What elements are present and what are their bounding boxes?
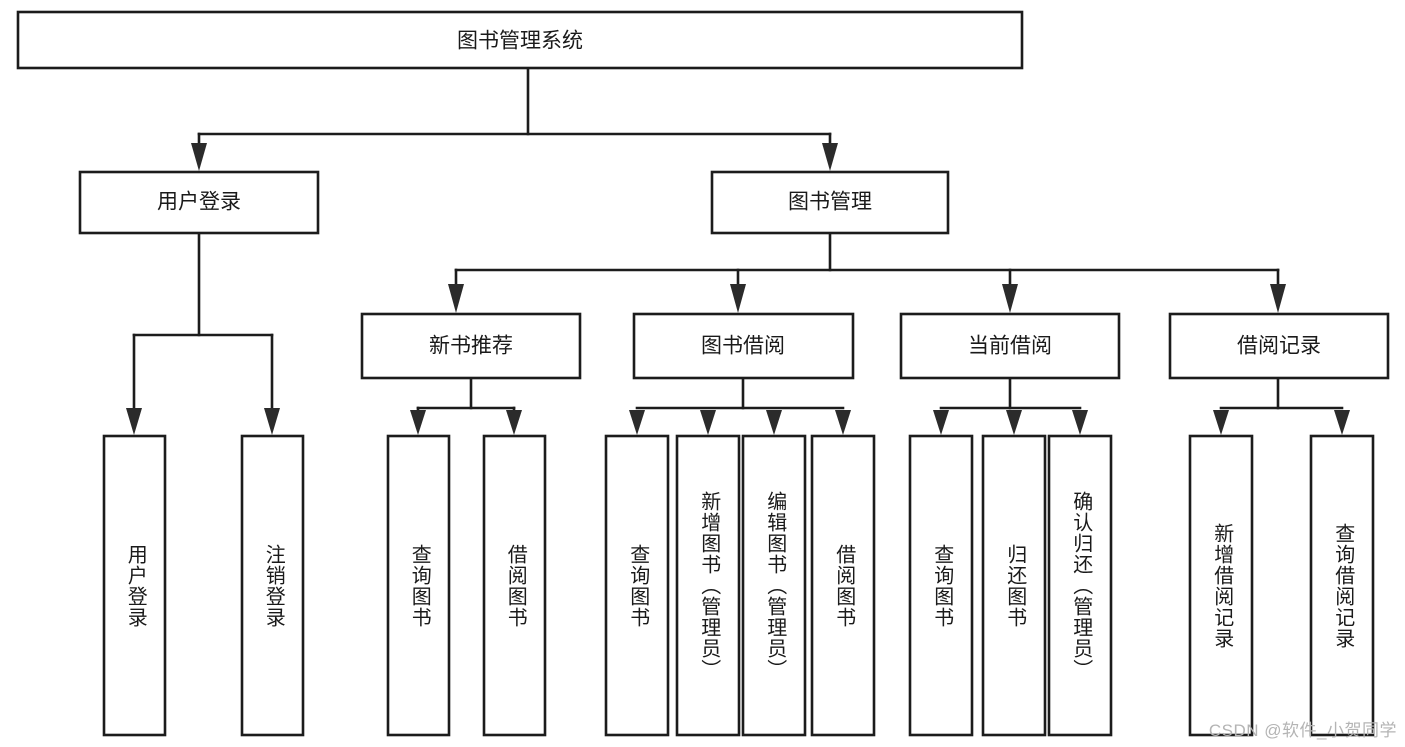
node-book-manage[interactable]: 图书管理 — [710, 170, 950, 235]
arrow-book-borrow-leaf-1-icon — [629, 410, 645, 435]
arrow-current-borrow-leaf-3-icon — [1072, 410, 1088, 435]
arrow-book-borrow-leaf-3-icon — [766, 410, 782, 435]
leaf-add-record-box[interactable] — [1188, 434, 1254, 737]
leaf-return-book-box[interactable] — [981, 434, 1047, 737]
connector-group-current-borrow — [933, 376, 1088, 435]
leaf-edit-book-box[interactable] — [741, 434, 807, 737]
node-book-manage-box[interactable] — [710, 170, 950, 235]
node-user-login-label: 用户登录 — [157, 191, 241, 214]
connector-group-book-borrow — [629, 376, 851, 435]
arrow-book-borrow-leaf-4-icon — [835, 410, 851, 435]
arrow-book-manage-to-book-borrow-icon — [730, 284, 746, 313]
leaf-add-book-box[interactable] — [675, 434, 741, 737]
arrow-root-to-user-login-icon — [191, 143, 207, 171]
node-book-manage-label: 图书管理 — [788, 191, 872, 214]
node-current-borrow[interactable]: 当前借阅 — [899, 312, 1121, 380]
node-root-label: 图书管理系统 — [457, 30, 583, 53]
connector-group-borrow-record — [1213, 376, 1350, 435]
leaf-user-login-box[interactable] — [102, 434, 167, 737]
node-book-borrow-label: 图书借阅 — [701, 335, 785, 358]
arrow-current-borrow-leaf-1-icon — [933, 410, 949, 435]
node-current-borrow-box[interactable] — [899, 312, 1121, 380]
node-borrow-record-box[interactable] — [1168, 312, 1390, 380]
node-new-book-rec-label: 新书推荐 — [429, 335, 513, 358]
leaf-query-book-borrow-box[interactable] — [604, 434, 670, 737]
leaf-boxes-group — [102, 434, 1375, 737]
connector-group-new-book-rec — [410, 376, 522, 435]
arrow-book-manage-to-new-book-rec-icon — [448, 284, 464, 313]
node-root-box[interactable] — [16, 10, 1024, 70]
arrow-current-borrow-leaf-2-icon — [1006, 410, 1022, 435]
node-new-book-rec[interactable]: 新书推荐 — [360, 312, 582, 380]
connector-group-user-login — [126, 231, 280, 435]
leaf-borrow-book-box[interactable] — [810, 434, 876, 737]
leaf-borrow-book-rec-box[interactable] — [482, 434, 547, 737]
leaf-query-book-rec-box[interactable] — [386, 434, 451, 737]
arrow-user-login-leaf-1-icon — [126, 408, 142, 435]
connector-group-root — [191, 66, 838, 171]
arrow-book-borrow-leaf-2-icon — [700, 410, 716, 435]
leaf-query-book-cur-box[interactable] — [908, 434, 974, 737]
watermark: CSDN @软件_小贺同学 — [1208, 721, 1397, 740]
node-root[interactable]: 图书管理系统 — [16, 10, 1024, 70]
connector-group-book-manage — [448, 231, 1286, 313]
arrow-root-to-book-manage-icon — [822, 143, 838, 171]
arrow-new-book-rec-leaf-1-icon — [410, 410, 426, 435]
arrow-new-book-rec-leaf-2-icon — [506, 410, 522, 435]
leaf-query-record-box[interactable] — [1309, 434, 1375, 737]
arrow-borrow-record-leaf-1-icon — [1213, 410, 1229, 435]
node-user-login-box[interactable] — [78, 170, 320, 235]
node-borrow-record[interactable]: 借阅记录 — [1168, 312, 1390, 380]
leaf-logout-login-box[interactable] — [240, 434, 305, 737]
node-borrow-record-label: 借阅记录 — [1237, 335, 1321, 358]
arrow-book-manage-to-borrow-record-icon — [1270, 284, 1286, 313]
node-book-borrow-box[interactable] — [632, 312, 855, 380]
node-book-borrow[interactable]: 图书借阅 — [632, 312, 855, 380]
leaf-confirm-return-box[interactable] — [1047, 434, 1113, 737]
node-current-borrow-label: 当前借阅 — [968, 335, 1052, 358]
arrow-borrow-record-leaf-2-icon — [1334, 410, 1350, 435]
node-new-book-rec-box[interactable] — [360, 312, 582, 380]
arrow-user-login-leaf-2-icon — [264, 408, 280, 435]
arrow-book-manage-to-current-borrow-icon — [1002, 284, 1018, 313]
node-user-login[interactable]: 用户登录 — [78, 170, 320, 235]
